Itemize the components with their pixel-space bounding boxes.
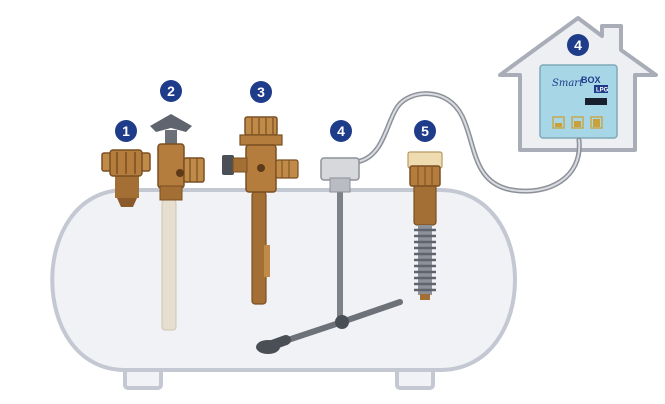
display-screen [585, 98, 607, 105]
tank-level-icons [552, 116, 603, 129]
badge-2-label: 2 [167, 83, 175, 99]
badge-2: 2 [160, 80, 182, 102]
badge-5: 5 [414, 120, 436, 142]
badge-4-house: 4 [567, 34, 589, 56]
badge-4-gauge: 4 [330, 120, 352, 142]
brand-box-text: BOX [581, 75, 601, 85]
float-level-gauge [256, 157, 403, 354]
badge-1: 1 [115, 120, 137, 142]
brand-sub-text: LPG [596, 88, 609, 94]
service-valve [150, 114, 205, 331]
badge-1-label: 1 [122, 123, 130, 139]
badge-3: 3 [250, 81, 272, 103]
brand-script-text: Smart [552, 78, 584, 89]
lpg-tank [50, 188, 517, 390]
liquid-valve [407, 151, 443, 300]
badge-4-house-label: 4 [574, 37, 582, 53]
dip-tube [161, 199, 177, 331]
float-ball [256, 340, 280, 354]
badge-3-label: 3 [257, 84, 265, 100]
badge-5-label: 5 [421, 123, 429, 139]
relief-valve [222, 116, 299, 305]
smartbox-monitor: Smart BOX LPG [539, 64, 618, 139]
house: Smart BOX LPG [498, 16, 658, 152]
badge-4-gauge-label: 4 [337, 123, 345, 139]
fill-valve [101, 149, 151, 207]
valve-handwheel [150, 114, 192, 132]
